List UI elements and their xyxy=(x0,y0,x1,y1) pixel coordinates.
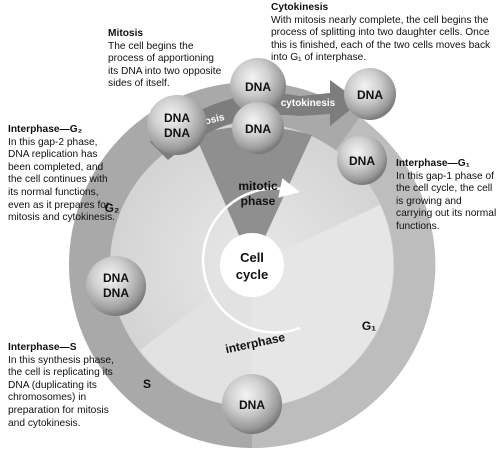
arrow-label-cytokinesis: cytokinesis xyxy=(281,98,336,109)
mitosis-arrow-band xyxy=(150,80,360,160)
cell-daughter-right: DNA xyxy=(337,135,387,185)
interphase-sector-right xyxy=(252,205,394,407)
mitotic-phase-label-line2: phase xyxy=(241,194,276,208)
cell-dna-label: DNA xyxy=(349,154,375,168)
interphase-sector xyxy=(140,265,252,407)
mitotic-phase-wedge xyxy=(195,126,312,265)
ring-label-s: S xyxy=(143,377,151,391)
cell-dna-label: DNA xyxy=(357,88,383,102)
caption-interphase-s: Interphase—S In this synthesis phase, th… xyxy=(8,342,126,430)
cell-dna-label: DNA xyxy=(103,271,129,285)
cell-s-start: DNA DNA xyxy=(86,256,146,316)
caption-cytokinesis-text: With mitosis nearly complete, the cell b… xyxy=(271,14,491,64)
cell-dna-label: DNA xyxy=(239,398,265,412)
ring-label-g2: G₂ xyxy=(105,201,120,215)
caption-g1-title: Interphase—G₁ xyxy=(396,158,470,169)
center-label-line1: Cell xyxy=(240,250,264,265)
cell-mitosis-top: DNA xyxy=(230,58,286,114)
caption-cytokinesis: Cytokinesis With mitosis nearly complete… xyxy=(271,2,499,65)
cell-g1-bottom: DNA xyxy=(222,374,282,434)
cell-dna-label: DNA xyxy=(164,111,190,125)
caption-mitosis-title: Mitosis xyxy=(108,28,144,39)
caption-cytokinesis-title: Cytokinesis xyxy=(271,2,329,13)
cycle-arrow xyxy=(201,178,301,334)
caption-s-title: Interphase—S xyxy=(8,342,77,353)
caption-interphase-g2: Interphase—G₂ In this gap-2 phase, DNA r… xyxy=(8,124,118,225)
cell-g2-top: DNA DNA xyxy=(147,95,207,155)
cell-dna-label: DNA xyxy=(164,126,190,140)
caption-g2-title: Interphase—G₂ xyxy=(8,124,83,135)
ring-label-g1: G₁ xyxy=(362,319,376,333)
center-circle xyxy=(220,233,284,297)
center-label-line2: cycle xyxy=(236,267,269,282)
cell-dna-label: DNA xyxy=(245,80,271,94)
cell-dna-label: DNA xyxy=(245,122,271,136)
caption-mitosis-text: The cell begins the process of apportion… xyxy=(108,40,222,90)
cell-daughter-top: DNA xyxy=(344,68,396,120)
caption-mitosis: Mitosis The cell begins the process of a… xyxy=(108,28,226,91)
caption-s-text: In this synthesis phase, the cell is rep… xyxy=(8,354,114,429)
cell-dna-label: DNA xyxy=(103,286,129,300)
caption-interphase-g1: Interphase—G₁ In this gap-1 phase of the… xyxy=(396,158,500,234)
mitotic-phase-label-line1: mitotic xyxy=(238,179,278,193)
cell-mitosis-lower: DNA xyxy=(232,102,284,154)
caption-g2-text: In this gap-2 phase, DNA replication has… xyxy=(8,136,116,224)
caption-g1-text: In this gap-1 phase of the cell cycle, t… xyxy=(396,170,497,232)
